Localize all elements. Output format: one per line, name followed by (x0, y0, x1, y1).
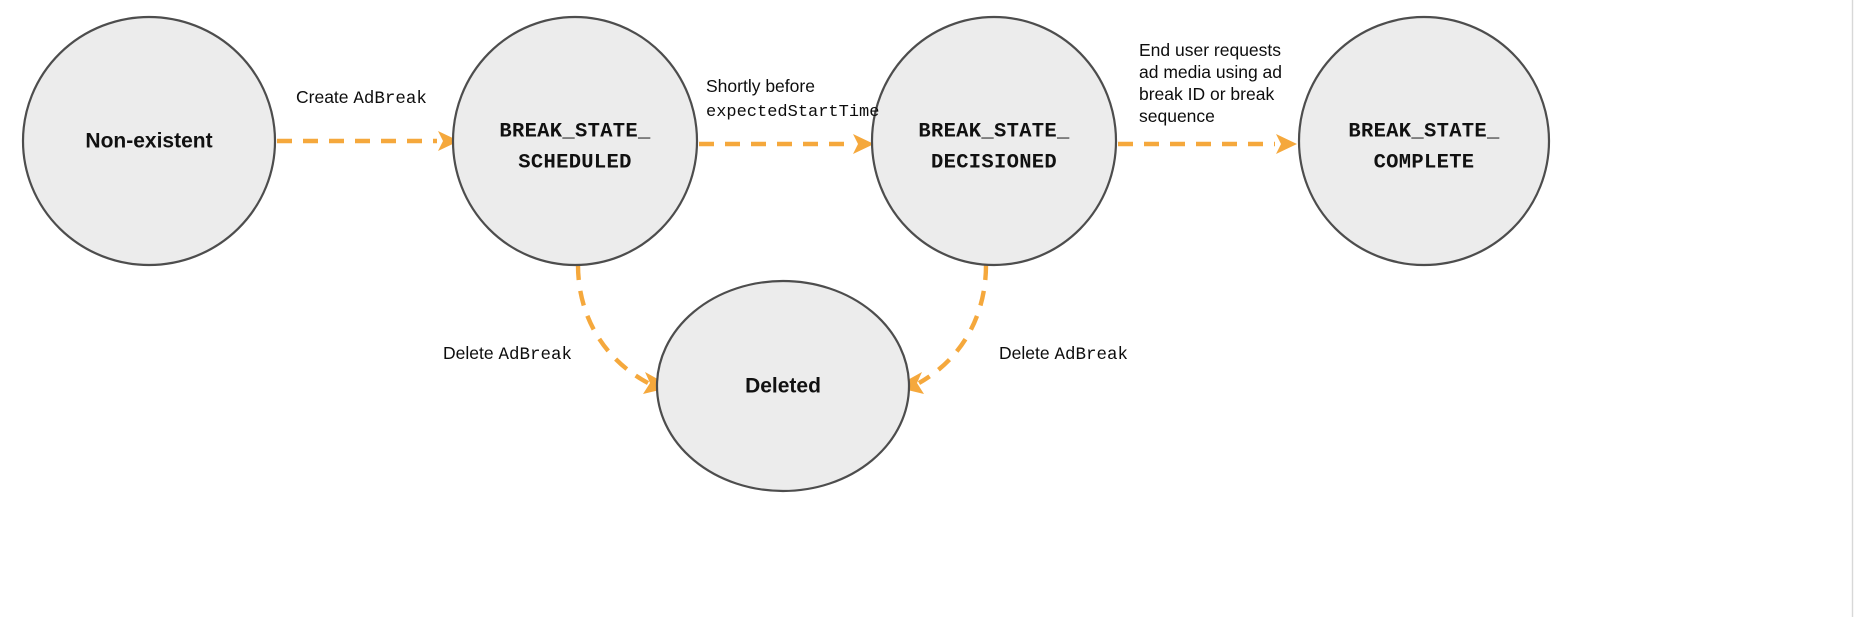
edge-end-user-requests (1118, 134, 1297, 154)
edge-create-adbreak (277, 131, 459, 151)
node-break-state-complete-shape[interactable] (1297, 15, 1551, 267)
edge-label-create-adbreak-part-0: Create (296, 87, 353, 107)
edge-label-end-user-requests-line2: ad media using ad (1139, 62, 1282, 82)
edge-label-delete-from-scheduled-part-0: Delete (443, 343, 498, 363)
edge-label-shortly-before-line1: Shortly before (706, 76, 815, 96)
edge-shortly-before (699, 134, 874, 154)
edge-label-end-user-requests: End user requests ad media using ad brea… (1139, 40, 1282, 126)
node-break-state-decisioned-label-line1: BREAK_STATE_ (918, 120, 1070, 143)
edge-delete-from-decisioned-line (917, 264, 989, 385)
edge-label-delete-from-decisioned: Delete AdBreak (999, 343, 1128, 365)
edge-label-delete-from-decisioned-part-0: Delete (999, 343, 1054, 363)
edge-delete-from-scheduled-line (575, 264, 650, 385)
node-break-state-decisioned[interactable]: BREAK_STATE_ DECISIONED (870, 15, 1118, 267)
node-break-state-scheduled-label-line1: BREAK_STATE_ (499, 120, 651, 143)
edge-label-create-adbreak-part-1: AdBreak (353, 89, 427, 109)
node-break-state-decisioned-label-line2: DECISIONED (931, 151, 1057, 174)
node-non-existent-shape[interactable] (21, 15, 277, 267)
edge-label-delete-from-scheduled: Delete AdBreak (443, 343, 572, 365)
edge-label-create-adbreak-text: Create AdBreak (296, 87, 427, 109)
edge-label-delete-from-scheduled-text: Delete AdBreak (443, 343, 572, 365)
node-non-existent-label: Non-existent (85, 130, 212, 153)
edge-label-end-user-requests-line1: End user requests (1139, 40, 1281, 60)
edge-end-user-requests-arrowhead (1276, 134, 1297, 154)
edge-label-delete-from-decisioned-text: Delete AdBreak (999, 343, 1128, 365)
edge-create-adbreak-arrowhead (438, 131, 459, 151)
node-non-existent[interactable]: Non-existent (21, 15, 277, 267)
edge-label-create-adbreak: Create AdBreak (296, 87, 427, 109)
edge-shortly-before-arrowhead (853, 134, 874, 154)
edge-label-end-user-requests-line3: break ID or break (1139, 84, 1274, 104)
edge-label-shortly-before-line2: expectedStartTime (706, 103, 879, 122)
edge-label-delete-from-decisioned-part-1: AdBreak (1054, 345, 1128, 365)
node-deleted-label: Deleted (745, 375, 821, 398)
node-deleted[interactable]: Deleted (655, 279, 911, 493)
node-break-state-decisioned-shape[interactable] (870, 15, 1118, 267)
edge-label-end-user-requests-line4: sequence (1139, 106, 1215, 126)
node-break-state-complete-label-line1: BREAK_STATE_ (1348, 120, 1500, 143)
node-break-state-scheduled[interactable]: BREAK_STATE_ SCHEDULED (451, 15, 699, 267)
edge-label-delete-from-scheduled-part-1: AdBreak (498, 345, 572, 365)
edge-label-shortly-before: Shortly before expectedStartTime (706, 76, 879, 122)
node-break-state-complete[interactable]: BREAK_STATE_ COMPLETE (1297, 15, 1551, 267)
node-break-state-scheduled-shape[interactable] (451, 15, 699, 267)
node-break-state-scheduled-label-line2: SCHEDULED (518, 151, 631, 174)
node-deleted-shape[interactable] (655, 279, 911, 493)
node-break-state-complete-label-line2: COMPLETE (1374, 151, 1475, 174)
